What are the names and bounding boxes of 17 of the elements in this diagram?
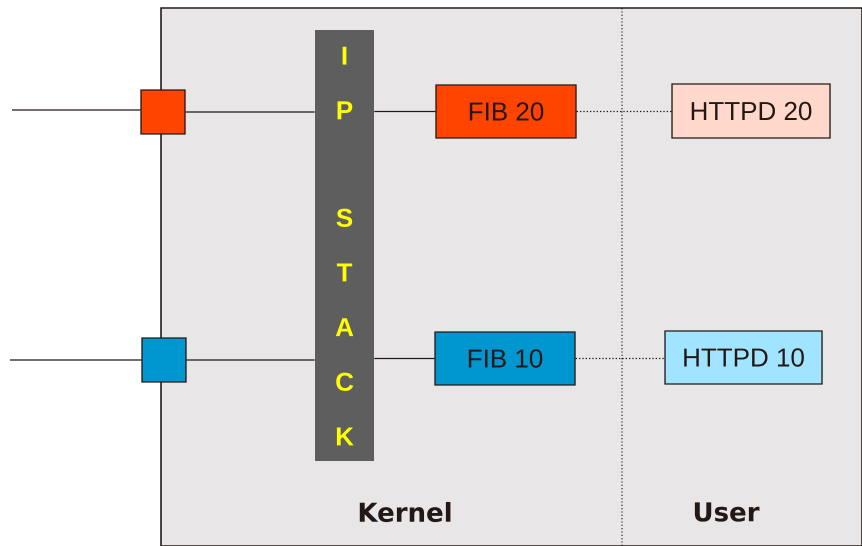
connector-line	[374, 110, 436, 112]
connector-line	[576, 110, 672, 112]
region-label: User	[694, 502, 760, 522]
stack-bar: I P S T A C K	[315, 30, 374, 461]
connector-line	[12, 109, 140, 111]
process-box: HTTPD 10	[664, 330, 823, 385]
connector-line	[186, 359, 315, 361]
region-label: Kernel	[360, 502, 450, 522]
process-box: FIB 20	[435, 84, 577, 139]
connector-line	[10, 359, 142, 361]
connector-line	[374, 358, 434, 360]
port-square	[141, 337, 187, 383]
process-box: HTTPD 20	[671, 83, 831, 139]
connector-line	[576, 358, 664, 360]
port-square	[140, 89, 186, 135]
connector-line	[186, 111, 315, 113]
process-box: FIB 10	[434, 331, 576, 386]
